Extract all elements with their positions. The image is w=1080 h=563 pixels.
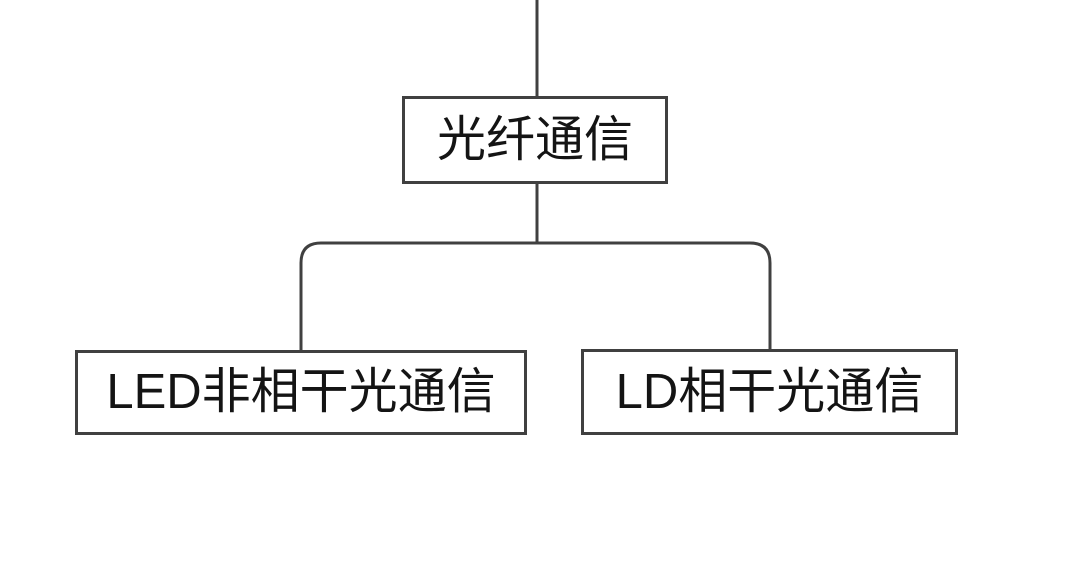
node-fiber-optic-communication: 光纤通信 [402,96,668,184]
node-label: LED非相干光通信 [106,365,496,419]
node-label: LD相干光通信 [615,364,924,419]
node-label: 光纤通信 [436,112,633,167]
node-ld-coherent-optical-communication: LD相干光通信 [581,349,958,435]
connector-branch-to-children [299,241,772,350]
node-led-noncoherent-optical-communication: LED非相干光通信 [75,350,527,435]
